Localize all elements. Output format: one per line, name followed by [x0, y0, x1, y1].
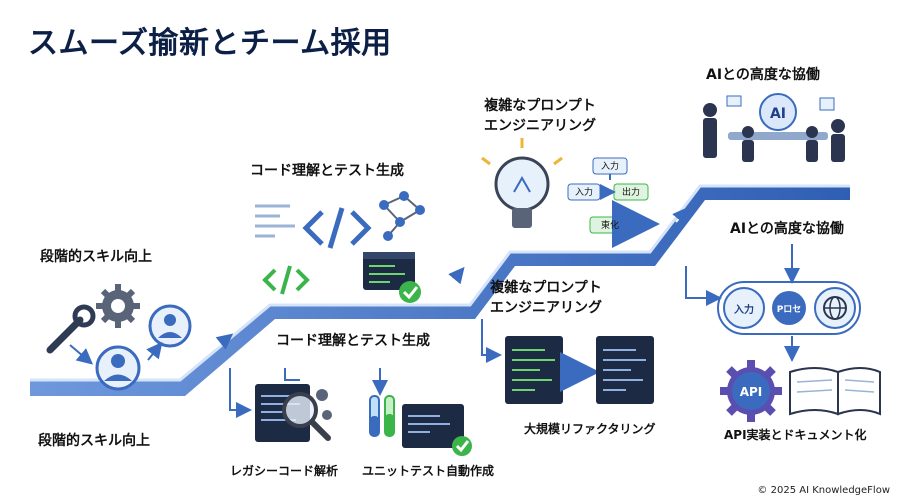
gear-icon [720, 360, 782, 422]
flow-box-input-2: 入力 [574, 188, 593, 198]
wrench-icon [46, 304, 96, 354]
stage4-top-label: AIとの高度な協働 [706, 67, 820, 83]
magnifier-icon [282, 392, 331, 441]
cycle-node-process: Pロセ [776, 305, 802, 315]
stage4-bottom-label: AIとの高度な協働 [730, 221, 844, 237]
code-window-icon [255, 204, 372, 295]
code-window-icon [363, 252, 415, 290]
checkmark-icon [399, 281, 421, 303]
stage4-sub-item-api: API実装とドキュメント化 [724, 428, 867, 442]
stage2-bottom-label: コード理解とテスト生成 [276, 333, 430, 349]
page-title: スムーズ揄新とチーム採用 [28, 26, 392, 61]
test-tube-icon [369, 395, 395, 437]
gear-icon [96, 284, 140, 328]
lightbulb-icon [481, 138, 563, 228]
flow-box-transform: 東化 [600, 221, 619, 231]
flow-box-output: 出力 [621, 188, 640, 198]
checkmark-icon [452, 436, 472, 456]
stage3-top-label: 複雑なプロンプト エンジニアリング [484, 98, 596, 134]
code-window-icon [596, 336, 654, 404]
ai-badge: AI [770, 106, 786, 122]
network-icon [379, 191, 425, 241]
code-window-icon [505, 336, 563, 404]
team-meeting-icon [703, 93, 845, 162]
cycle-node-input: 入力 [734, 305, 754, 316]
api-badge: API [740, 385, 763, 399]
stage1-top-label: 段階的スキル向上 [40, 249, 152, 265]
stage2-sub-item-unittest: ユニットテスト自動作成 [362, 464, 495, 478]
user-icon [95, 345, 141, 391]
stage3-sub-item-refactor: 大規模リファクタリング [524, 422, 656, 436]
globe-icon [823, 296, 847, 320]
user-icon [148, 304, 192, 348]
copyright: © 2025 AI KnowledgeFlow [757, 485, 890, 496]
staircase-path [30, 184, 850, 396]
code-window-icon [402, 404, 464, 448]
cycle-diagram [717, 244, 861, 362]
book-icon [789, 367, 881, 416]
stage1-bottom-label: 段階的スキル向上 [38, 433, 150, 449]
flow-box-input-1: 入力 [600, 162, 619, 172]
gear-icon [316, 389, 332, 420]
stage2-top-label: コード理解とテスト生成 [250, 163, 404, 179]
stage2-sub-item-legacy: レガシーコード解析 [230, 464, 339, 478]
flow-chart [567, 157, 660, 248]
stage3-bottom-label: 複雑なプロンプト エンジニアリング [490, 280, 602, 316]
